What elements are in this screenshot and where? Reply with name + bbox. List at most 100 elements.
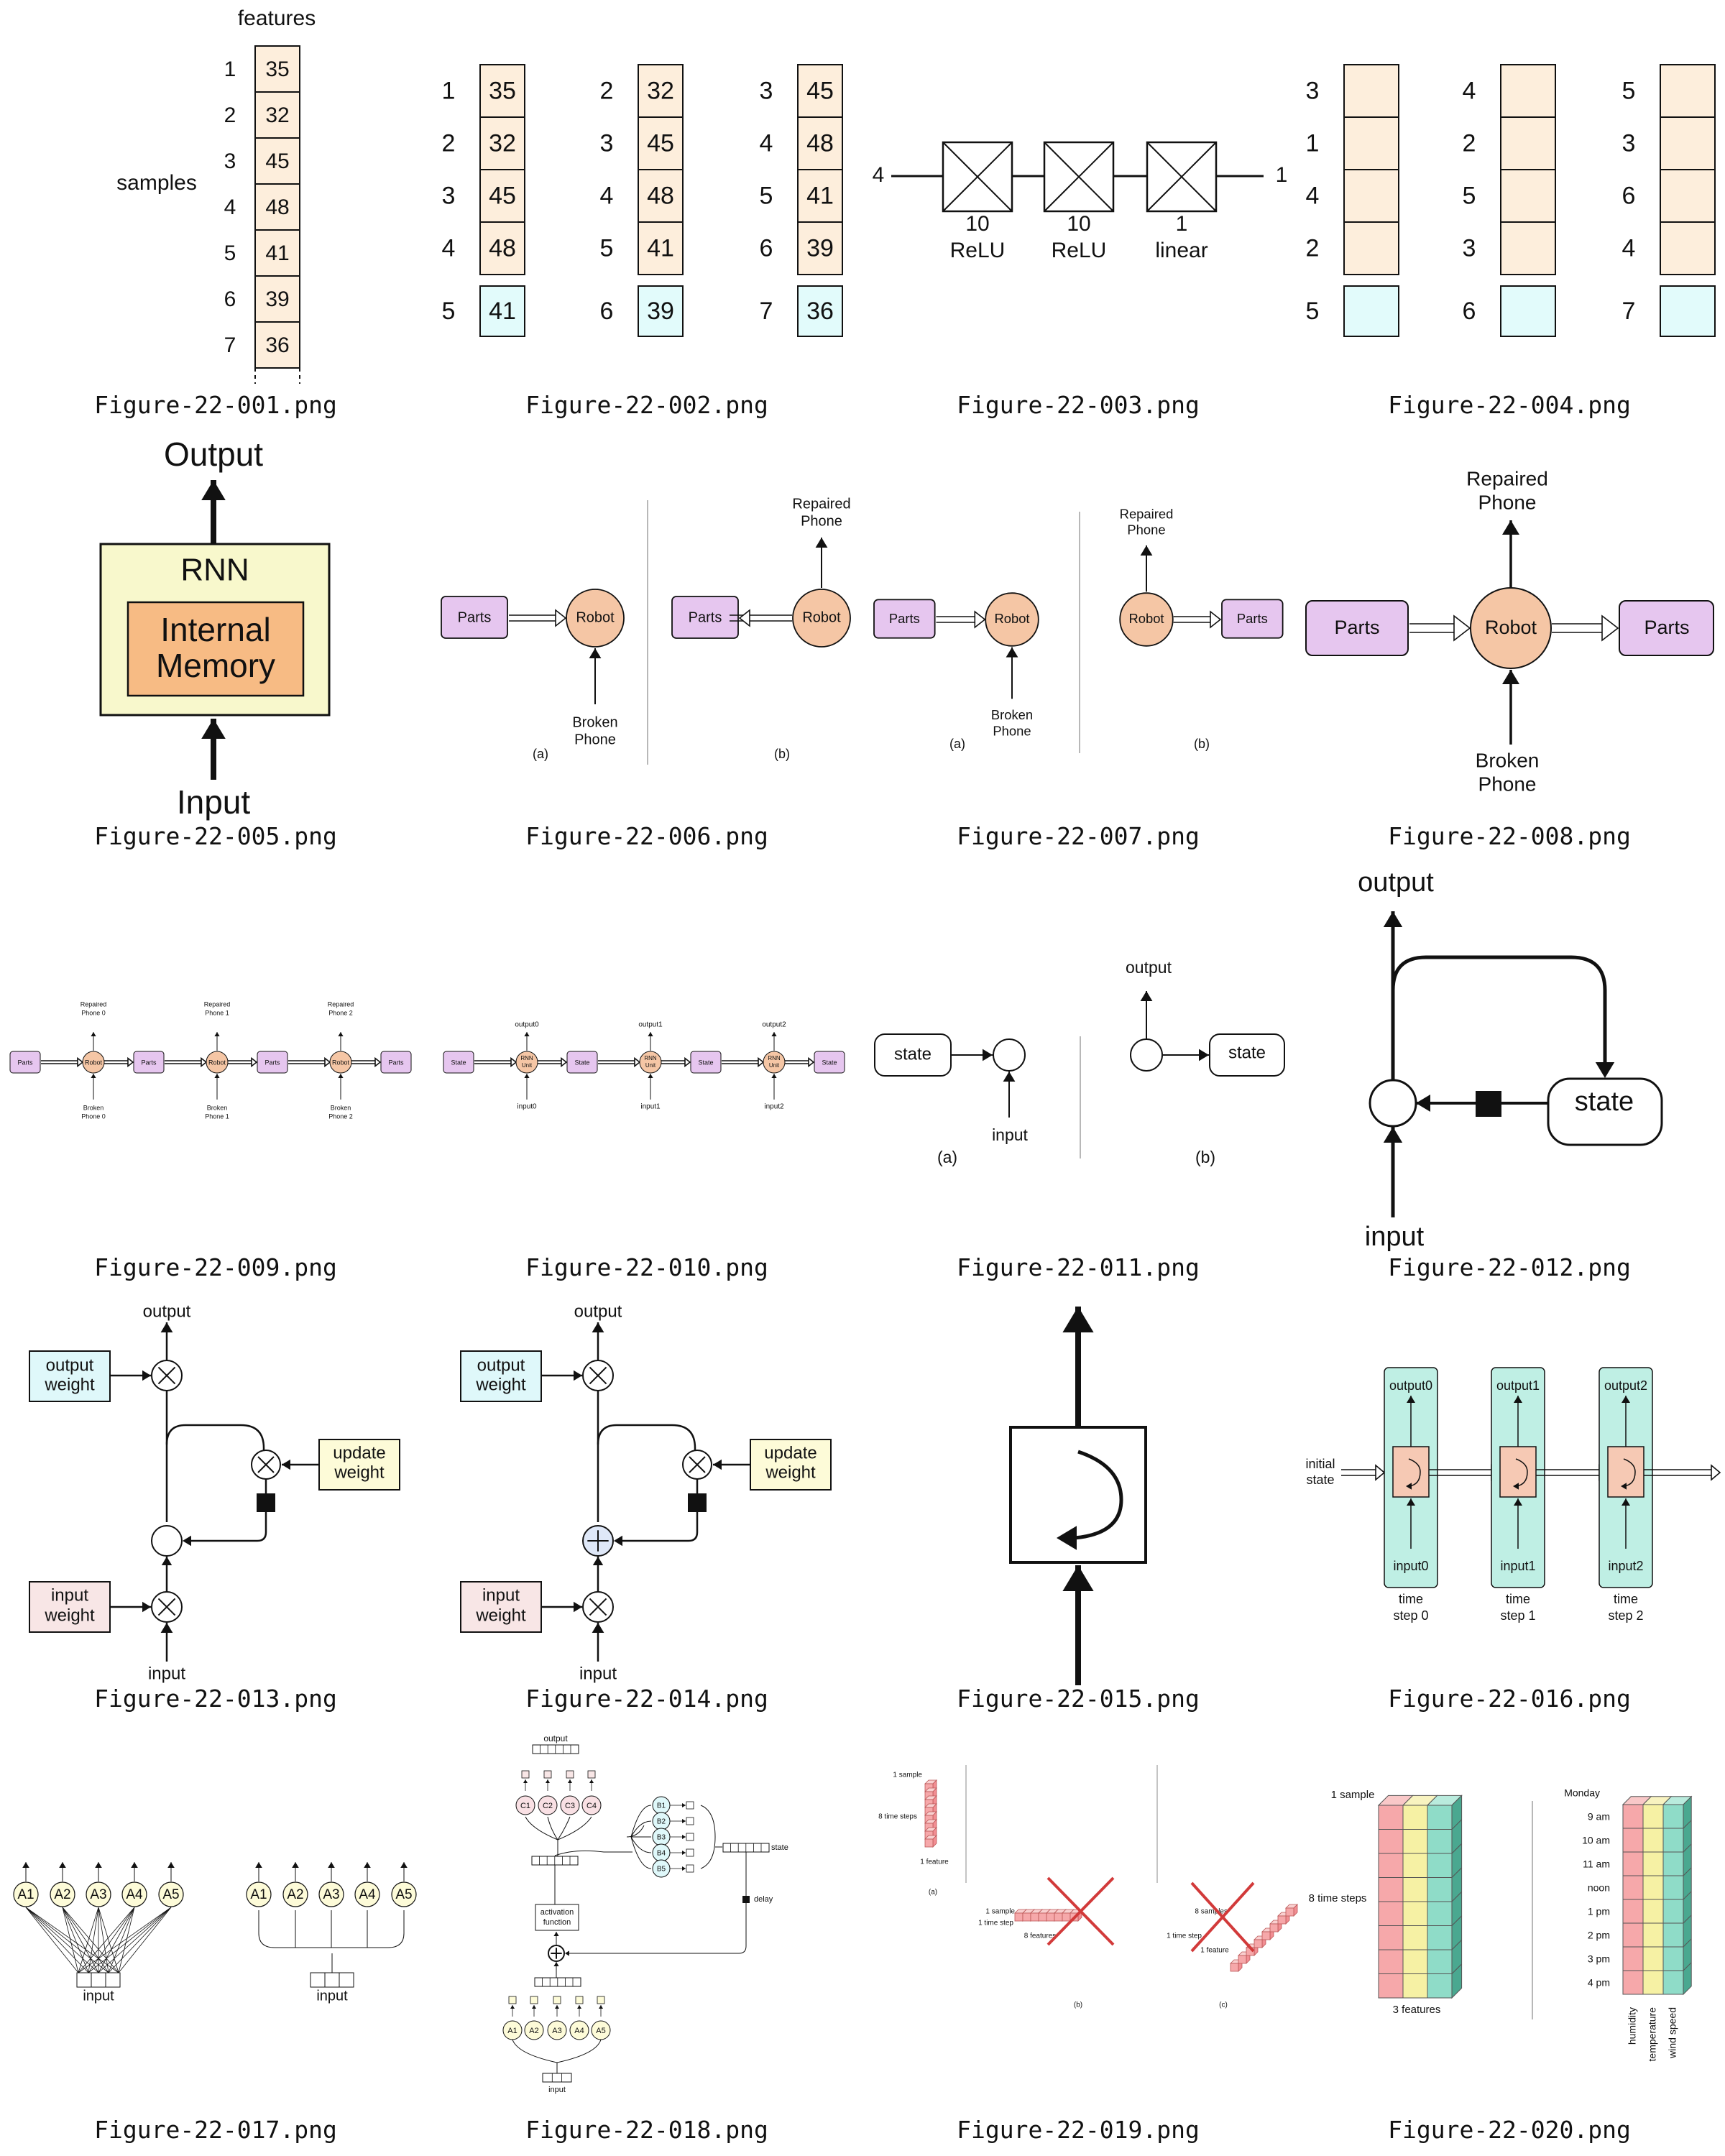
output-label: output0 [515, 1021, 539, 1029]
rnn-label: RNN [180, 553, 249, 588]
weight-label: update [764, 1443, 816, 1462]
parts-label: Parts [689, 609, 722, 625]
multiply-sign [589, 1366, 607, 1385]
right-arrow-head [682, 1851, 686, 1855]
small-box [508, 1996, 517, 2004]
dim-label: 1 sample [1331, 1789, 1375, 1801]
feedback-line [615, 1512, 699, 1542]
input-label: input2 [1608, 1559, 1643, 1573]
step-label: time [1614, 1592, 1638, 1606]
pass-arrow-head [808, 1056, 815, 1068]
window-cell [479, 64, 525, 118]
neuron-label: A2 [529, 2027, 538, 2035]
neuron-label: B2 [657, 1818, 666, 1826]
right-arrow-head [682, 1835, 686, 1839]
box-label: State [698, 1059, 713, 1066]
up-arrow-head [523, 1779, 528, 1783]
pass-arrow-head [201, 1056, 208, 1068]
figure-caption: Figure-22-015.png [957, 1685, 1200, 1713]
weight-arrow-head [142, 1601, 151, 1613]
up-arrow-head [648, 1032, 653, 1036]
output-label: output2 [1604, 1378, 1647, 1393]
weight-line [62, 1907, 119, 1973]
week-tensor-cell [1642, 1946, 1664, 1971]
feedback-loop [597, 1424, 696, 1451]
sample-cube [1054, 1912, 1063, 1922]
recurrent-box [1009, 1426, 1147, 1564]
data-cell [254, 45, 300, 93]
activation-label: activation [540, 1908, 574, 1917]
window-value: 48 [806, 129, 834, 157]
window-value: 32 [647, 77, 674, 104]
input-label: Phone 0 [81, 1112, 106, 1120]
merge [547, 1816, 571, 1841]
week-tensor-cell [1662, 1946, 1684, 1971]
dim-label: 1 time step [978, 1920, 1013, 1927]
figure-caption: Figure-22-018.png [525, 2116, 768, 2144]
week-tensor-cell [1662, 1922, 1684, 1948]
week-tensor-cell [1622, 1922, 1644, 1948]
time-label: 11 am [1583, 1858, 1610, 1870]
window-cell [797, 169, 843, 223]
data-cell [254, 91, 300, 139]
multiply-sign [257, 1456, 275, 1473]
initial-label: initial [1305, 1457, 1335, 1471]
memory-box [126, 601, 305, 697]
output-arrow-head [364, 1862, 371, 1868]
box-label: Parts [388, 1059, 404, 1066]
a-neuron [569, 2020, 589, 2040]
neuron-label: A5 [395, 1887, 412, 1902]
panel-label: (a) [929, 1889, 937, 1897]
row-number: 2 [442, 129, 456, 157]
a-neuron [524, 2020, 544, 2040]
target-cell [638, 285, 684, 337]
in-arrow-head [524, 1074, 530, 1078]
output-count: 1 [1276, 163, 1288, 187]
side-line [1451, 1843, 1462, 1854]
state-arrow-head [1416, 1095, 1430, 1112]
unit-label: RNN [644, 1055, 657, 1061]
weight-line [88, 1907, 172, 1973]
loop-head [1406, 1483, 1412, 1490]
c-neuron [581, 1795, 602, 1815]
tensor-cell [1402, 1829, 1428, 1854]
figure-014: outputoutputweightupdateweightinputweigh… [460, 1302, 832, 1683]
multiply-sign [689, 1456, 706, 1473]
sample-cube [1030, 1912, 1039, 1922]
layer-activation: ReLU [950, 239, 1006, 262]
figure-caption: Figure-22-002.png [525, 391, 768, 419]
feedback-head [614, 1535, 622, 1547]
in-arrow-head [771, 1074, 777, 1078]
step-label: step 1 [1500, 1608, 1535, 1623]
delay-block [1476, 1091, 1501, 1117]
weight-label: input [482, 1585, 520, 1605]
input-label: Broken [207, 1104, 228, 1111]
state-in-arrow-head [1375, 1464, 1386, 1481]
c-neuron [560, 1795, 580, 1815]
neuron-label: C3 [565, 1802, 575, 1810]
tensor-cell [1378, 1925, 1404, 1950]
window-value: 45 [806, 77, 834, 104]
layer-x [1044, 142, 1114, 212]
weight-line [118, 1907, 135, 1973]
up-arrow-head [568, 1779, 572, 1783]
output-label: output2 [762, 1021, 786, 1029]
dim-label: 8 time steps [1309, 1892, 1367, 1904]
row-number: 3 [600, 129, 614, 157]
branch [554, 1850, 632, 1856]
input-label: input2 [764, 1103, 784, 1111]
weight-label: weight [475, 1606, 526, 1625]
tensor-cell [1402, 1877, 1428, 1902]
parts-in-arrow-head [1453, 614, 1471, 642]
state-box [1547, 1077, 1663, 1146]
neuron [318, 1881, 344, 1907]
initial-label: state [1306, 1473, 1334, 1487]
up-arrow-head [338, 1032, 344, 1036]
weight-arrow-head [142, 1370, 151, 1381]
multiply-sign [157, 1598, 176, 1616]
weight-label: update [333, 1443, 385, 1462]
